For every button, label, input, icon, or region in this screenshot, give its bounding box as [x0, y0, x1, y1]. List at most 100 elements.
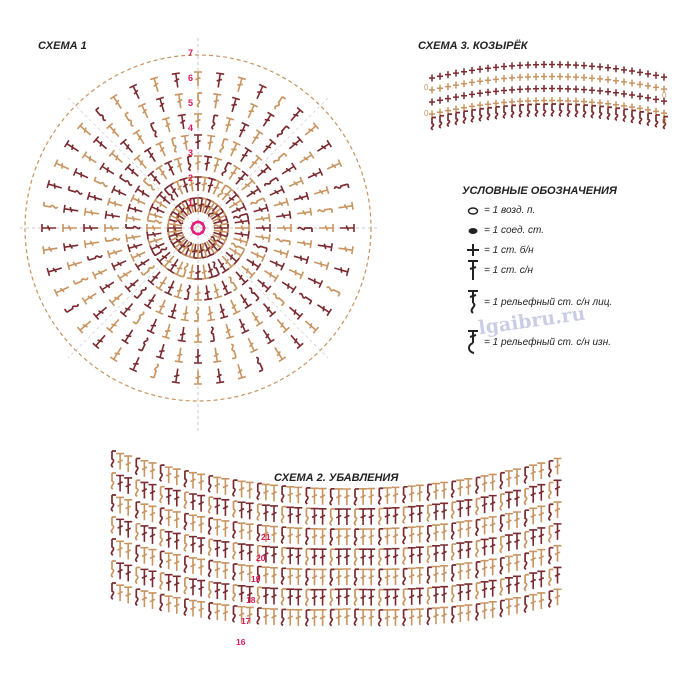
band-stitch — [286, 506, 295, 524]
band-stitch — [342, 588, 351, 606]
relief-stitch — [305, 568, 311, 587]
visor-stitch — [565, 97, 571, 105]
relief-stitch — [230, 242, 246, 254]
visor-stitch — [637, 80, 643, 88]
dc-stitch — [432, 482, 440, 500]
dc-stitch — [147, 271, 161, 286]
stitch — [119, 138, 134, 153]
dc-stitch — [274, 347, 287, 363]
dc-stitch — [189, 578, 197, 596]
stitch — [143, 294, 156, 310]
visor-stitch — [549, 61, 555, 69]
visor-stitch — [445, 95, 451, 103]
dc-stitch — [213, 582, 222, 599]
visor-stitch — [581, 74, 587, 82]
band-stitch — [140, 459, 149, 477]
dc-stitch — [143, 294, 156, 310]
stitch — [63, 303, 79, 314]
stitch — [63, 139, 79, 152]
spoke — [92, 239, 189, 350]
band-stitch — [140, 525, 149, 542]
visor-stitch — [501, 99, 507, 107]
band-stitch — [537, 483, 546, 501]
dc-stitch — [92, 306, 108, 320]
relief-stitch — [377, 548, 384, 566]
band-stitch — [148, 483, 157, 501]
relief-stitch — [353, 568, 359, 586]
relief-stitch — [426, 607, 432, 626]
visor-stitch — [645, 70, 651, 78]
relief-stitch — [510, 104, 516, 119]
band-stitch — [148, 505, 157, 523]
relief-stitch — [353, 548, 359, 566]
dc-stitch — [456, 479, 465, 497]
center-bead — [190, 226, 194, 230]
visor-stitch — [453, 69, 459, 77]
dc-stitch — [313, 185, 330, 195]
band-stitch — [245, 544, 254, 561]
band-stitch — [183, 576, 189, 595]
dc-stitch — [334, 488, 343, 505]
dc-stitch — [293, 255, 310, 265]
sc-stitch — [493, 87, 499, 95]
dc-stitch — [180, 134, 189, 150]
dc-stitch — [62, 224, 77, 232]
dc-stitch — [213, 283, 223, 299]
sc-stitch — [437, 72, 443, 80]
stitch — [194, 370, 202, 385]
sc-stitch — [453, 69, 459, 77]
stitch — [164, 160, 175, 176]
band-stitch — [353, 508, 359, 526]
dc-stitch — [464, 541, 473, 558]
stitch — [234, 231, 250, 240]
visor-stitch — [661, 109, 667, 117]
dc-stitch — [407, 526, 416, 544]
dc-stitch — [189, 535, 197, 553]
visor-stitch — [589, 86, 595, 94]
stitch — [234, 216, 250, 225]
band-stitch — [329, 508, 335, 526]
dc-stitch — [225, 251, 240, 265]
band-stitch — [310, 609, 319, 626]
band-stitch — [383, 609, 392, 626]
dc-stitch — [238, 121, 250, 138]
sc-stitch — [501, 87, 507, 95]
dc-stitch — [197, 601, 206, 618]
stitch — [67, 185, 83, 195]
dc-stitch — [488, 473, 497, 491]
sc-stitch — [549, 61, 555, 69]
band-stitch — [329, 608, 335, 627]
band-stitch — [110, 472, 116, 490]
band-stitch — [318, 507, 327, 525]
visor-stitch — [429, 98, 435, 106]
dc-stitch — [194, 134, 202, 149]
relief-stitch — [475, 497, 481, 516]
relief-stitch — [454, 111, 460, 126]
relief-stitch — [183, 576, 189, 595]
dc-stitch — [230, 141, 241, 157]
band-stitch — [237, 543, 246, 561]
visor-stitch — [629, 67, 635, 75]
dc-stitch — [262, 138, 277, 153]
visor-stitch — [573, 61, 579, 69]
band-stitch — [124, 542, 133, 560]
relief-stitch — [72, 277, 89, 285]
dc-stitch — [155, 164, 168, 180]
stitch — [91, 268, 108, 280]
stitch — [340, 224, 355, 232]
band-stitch — [270, 546, 278, 564]
dc-stitch — [537, 548, 546, 566]
relief-stitch — [329, 568, 335, 587]
band-stitch — [488, 537, 497, 555]
visor-stitch — [597, 87, 603, 95]
relief-stitch — [478, 107, 484, 122]
dc-stitch — [124, 520, 133, 538]
sc-stitch — [661, 85, 667, 93]
stitch — [317, 139, 333, 152]
dc-stitch — [143, 146, 156, 162]
band-stitch — [116, 452, 125, 470]
band-stitch — [270, 608, 278, 626]
stitch — [326, 159, 343, 170]
dc-stitch — [116, 452, 125, 470]
dc-stitch — [251, 311, 264, 327]
